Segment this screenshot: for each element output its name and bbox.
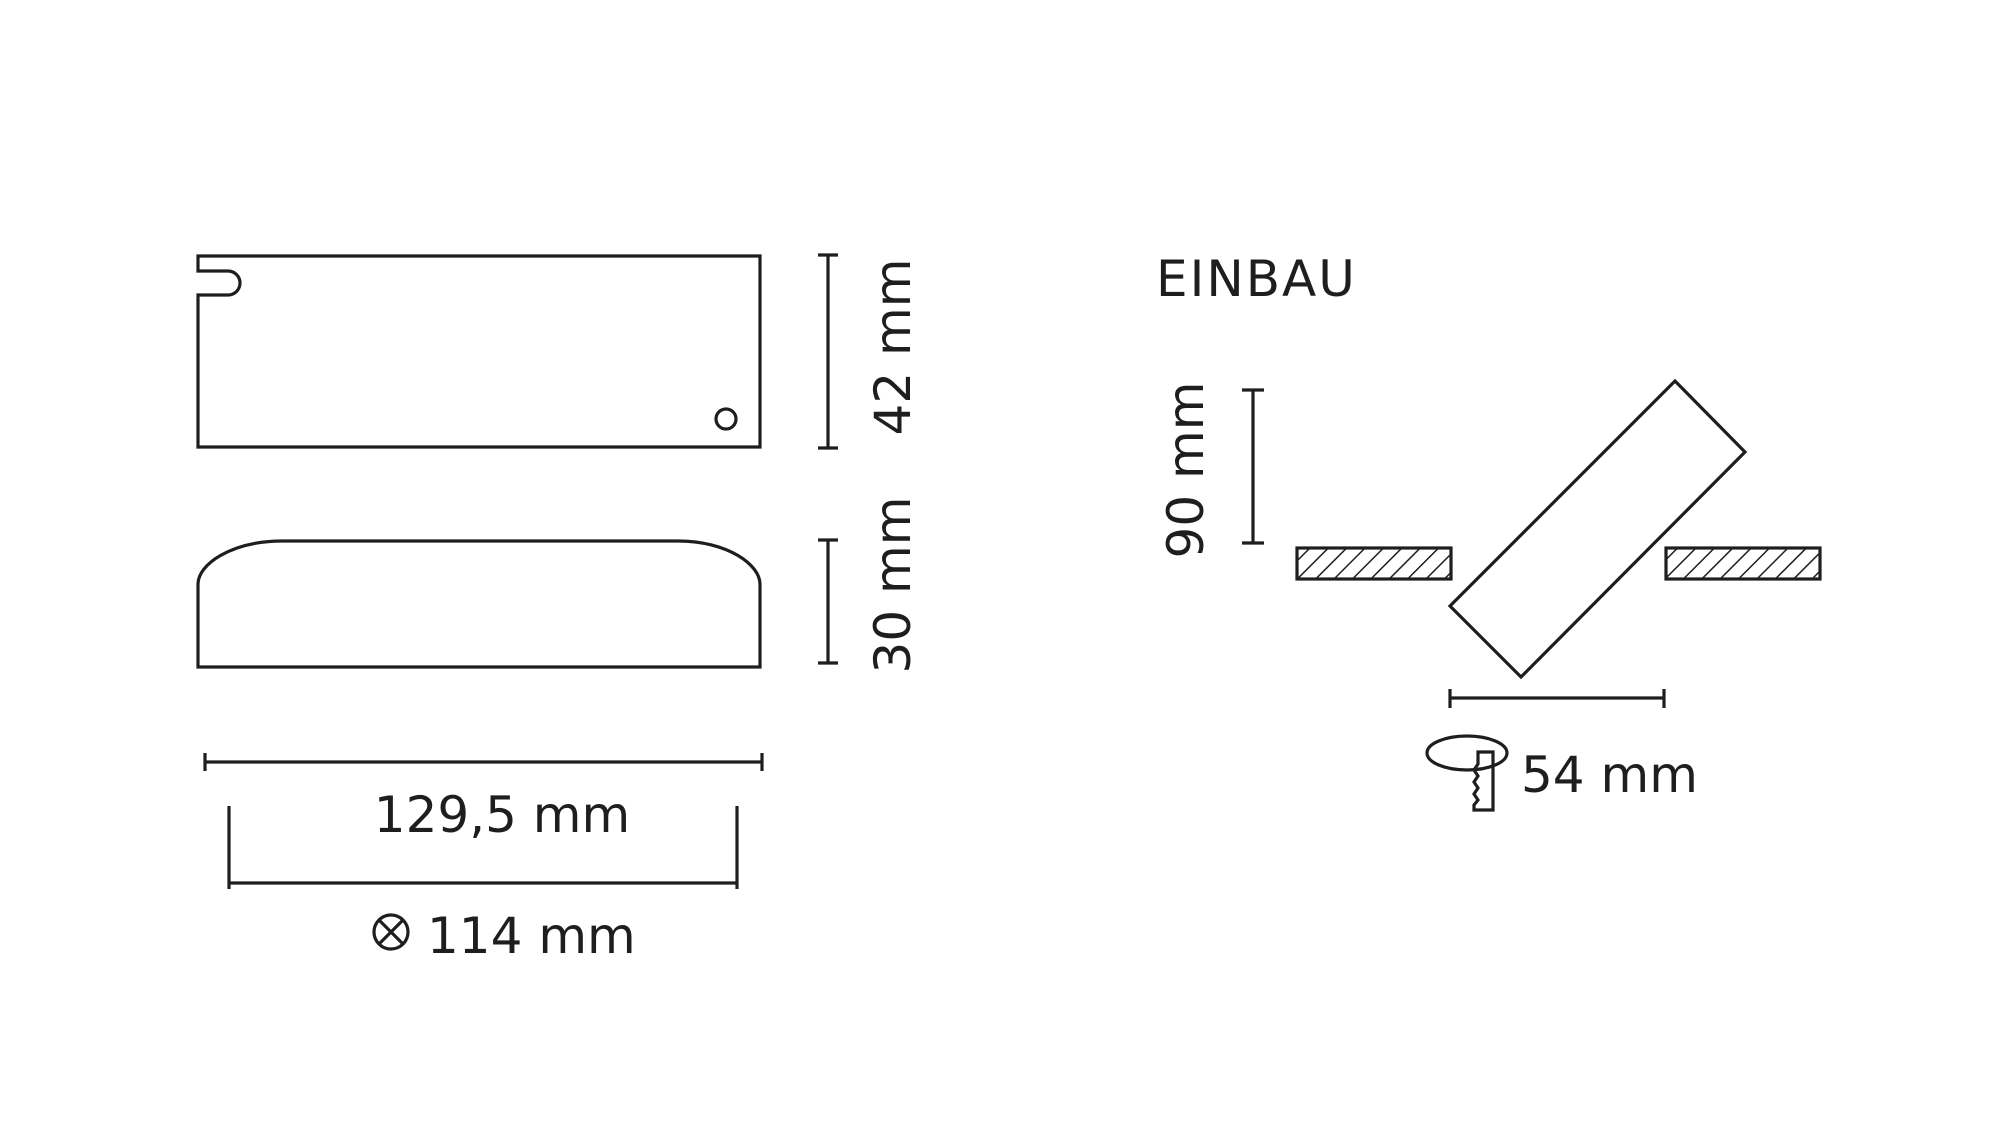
- circled-times-icon: [372, 913, 410, 951]
- dimension-install-depth: [1242, 388, 1264, 545]
- ceiling-section-right: [1664, 546, 1822, 581]
- length-label: 129,5 mm: [374, 786, 630, 844]
- tilted-product: [1447, 378, 1748, 680]
- dimension-height-top: [818, 253, 838, 450]
- dimension-hole-spacing: [227, 806, 739, 889]
- install-depth-label: 90 mm: [1157, 382, 1215, 559]
- mounting-hole: [714, 407, 738, 431]
- dimension-cutout: [1448, 689, 1666, 708]
- product-top-view: [196, 254, 762, 449]
- cutout-label: 54 mm: [1521, 746, 1698, 804]
- product-side-view: [196, 539, 762, 669]
- height-bottom-label: 30 mm: [864, 497, 922, 674]
- install-title: EINBAU: [1156, 250, 1357, 308]
- hole-spacing-label: 114 mm: [427, 907, 636, 965]
- height-top-label: 42 mm: [864, 259, 922, 436]
- dimension-length: [203, 753, 764, 771]
- dimension-height-bottom: [818, 538, 838, 665]
- hole-saw-icon: [1425, 734, 1509, 812]
- ceiling-section-left: [1295, 546, 1453, 581]
